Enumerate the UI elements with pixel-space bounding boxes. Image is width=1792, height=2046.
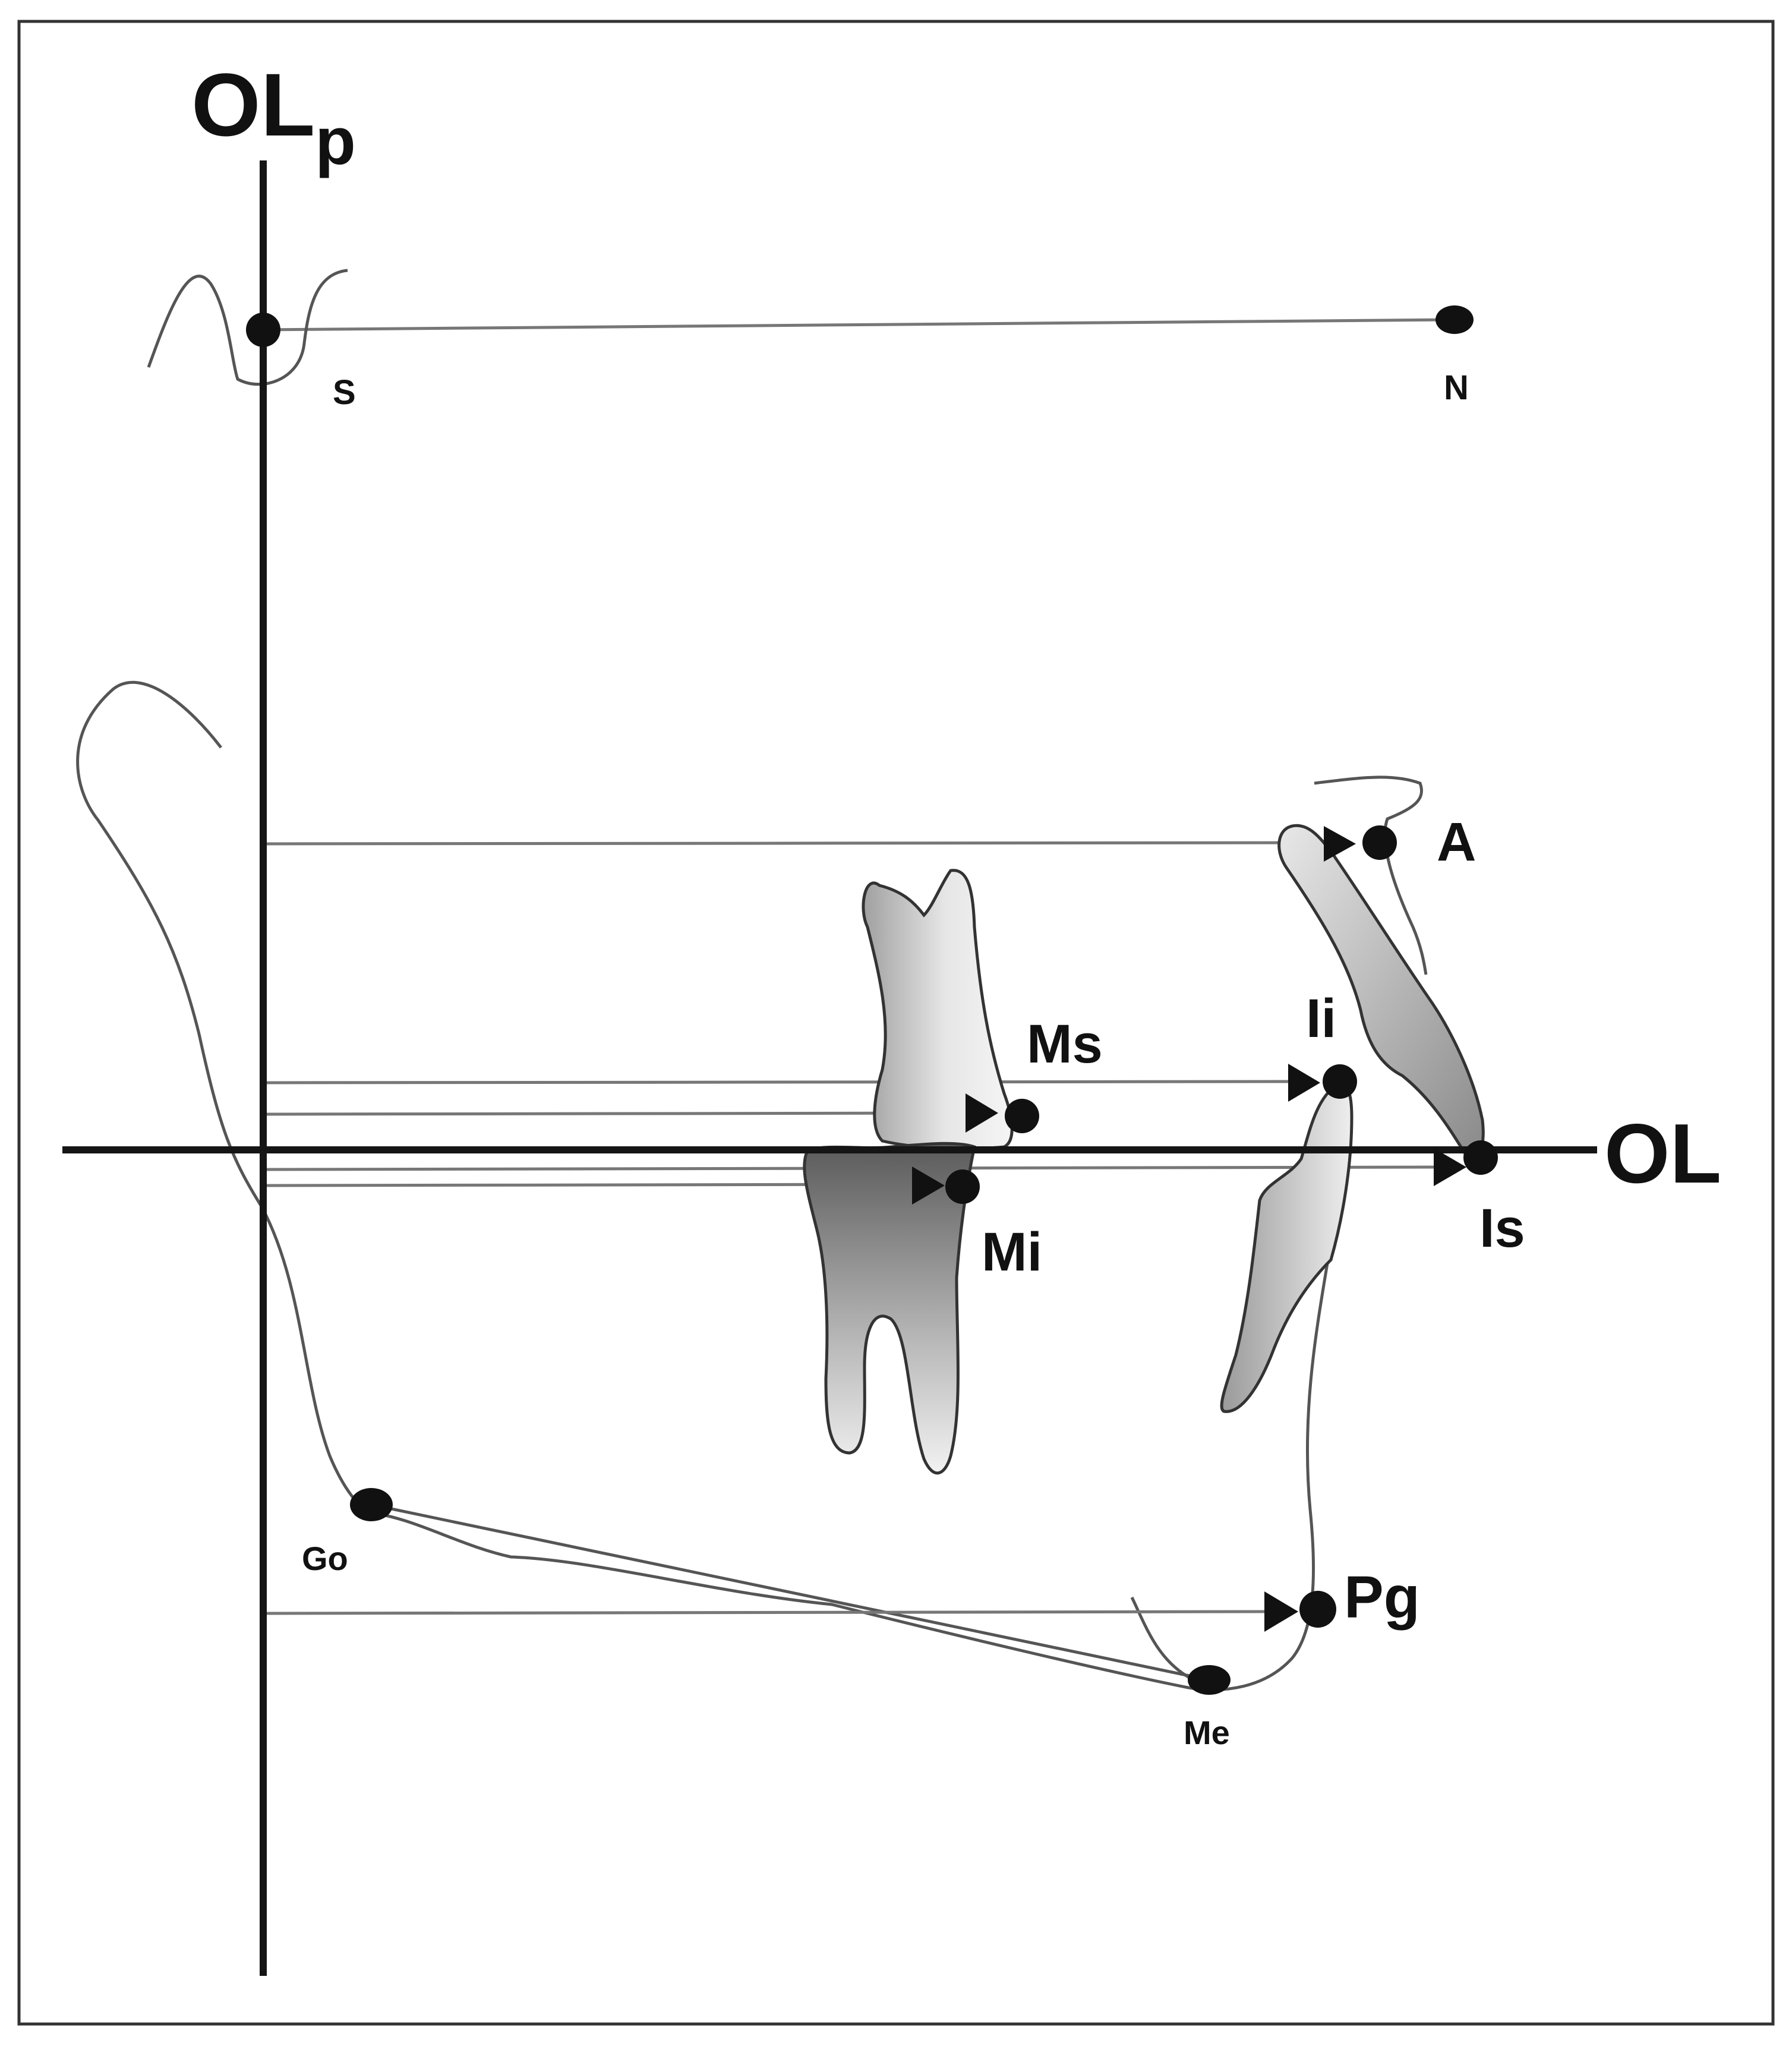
sella-nasion-line (261, 318, 1455, 332)
point-me (1188, 1665, 1231, 1695)
olp-axis-label-subscript: p (315, 104, 355, 178)
point-is (1463, 1140, 1498, 1175)
mandible-outline (76, 680, 1330, 1691)
lower-incisor (1220, 1082, 1354, 1413)
olp-axis-label: OLp (191, 55, 356, 178)
chin-outline (1130, 1596, 1198, 1684)
frame-border (17, 20, 1775, 2026)
label-mi: Mi (982, 1222, 1042, 1282)
ol-axis-label: OL (1604, 1106, 1721, 1201)
ref-line-ii (266, 1080, 1289, 1085)
point-ms (1005, 1099, 1039, 1133)
label-ii: Ii (1306, 988, 1336, 1049)
label-go: Go (302, 1540, 348, 1577)
point-mi (945, 1169, 980, 1204)
label-s: S (333, 373, 356, 412)
label-pg: Pg (1344, 1564, 1420, 1631)
upper-molar (862, 869, 1014, 1150)
ref-line-a (266, 841, 1324, 846)
point-go (350, 1488, 393, 1521)
label-a: A (1437, 812, 1476, 872)
label-is: Is (1479, 1198, 1525, 1259)
arrow-ms (966, 1093, 998, 1133)
label-n: N (1444, 368, 1469, 407)
arrow-pg (1264, 1591, 1298, 1632)
arrow-mi (912, 1167, 945, 1205)
olp-axis-label-main: OL (191, 55, 315, 155)
arrow-is (1434, 1148, 1466, 1186)
label-me: Me (1184, 1714, 1230, 1751)
arrow-ii (1288, 1064, 1320, 1102)
ref-line-pg (266, 1610, 1265, 1615)
point-a (1362, 825, 1397, 860)
arrow-a (1324, 826, 1356, 862)
point-s (246, 313, 280, 347)
point-n (1436, 305, 1474, 334)
point-pg (1299, 1591, 1336, 1628)
label-ms: Ms (1027, 1014, 1103, 1074)
gonion-menton-line (371, 1503, 1210, 1682)
point-ii (1323, 1064, 1357, 1099)
ref-line-ms (266, 1111, 969, 1116)
a-point-outline (1314, 775, 1428, 975)
sella-turcica-outline (147, 269, 348, 386)
